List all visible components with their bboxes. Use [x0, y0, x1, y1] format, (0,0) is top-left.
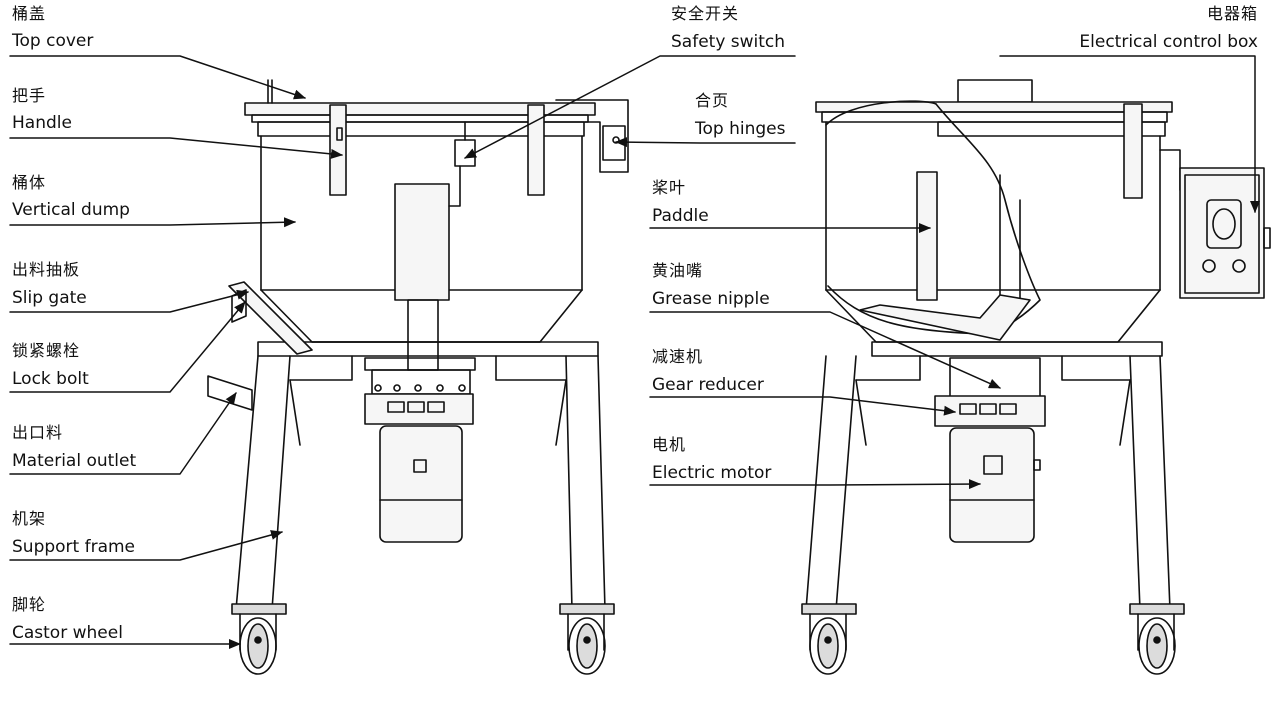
label-support-frame-en: Support frame	[12, 537, 136, 557]
left-slip-gate	[228, 281, 313, 355]
label-slip-gate-en: Slip gate	[12, 288, 87, 308]
label-top-cover-cn: 桶盖	[12, 4, 47, 23]
right-electric-motor	[949, 427, 1035, 543]
left-gear-reducer	[364, 393, 474, 425]
right-castor-wheel	[801, 603, 857, 675]
label-castor-wheel-cn: 脚轮	[12, 595, 47, 614]
right-paddle	[916, 171, 938, 301]
label-slip-gate-cn: 出料抽板	[12, 260, 81, 279]
label-electrical-control-box-cn: 电器箱	[1206, 4, 1258, 23]
label-grease-nipple-en: Grease nipple	[652, 289, 770, 309]
left-top-hinge	[555, 99, 629, 173]
label-top-hinges-en: Top hinges	[695, 119, 786, 139]
left-safety-switch	[454, 139, 476, 167]
label-paddle-en: Paddle	[652, 206, 709, 226]
label-material-outlet-cn: 出口料	[12, 423, 64, 442]
leader-lines	[9, 55, 1260, 649]
left-handle	[329, 104, 347, 196]
label-material-outlet-en: Material outlet	[12, 451, 137, 471]
label-lock-bolt-cn: 锁紧螺栓	[12, 341, 81, 360]
label-handle-cn: 把手	[12, 86, 47, 105]
label-top-cover-en: Top cover	[12, 31, 94, 51]
right-electrical-control-box	[1159, 149, 1271, 299]
label-handle-en: Handle	[12, 113, 72, 133]
label-paddle-cn: 桨叶	[652, 178, 687, 197]
label-lock-bolt-en: Lock bolt	[12, 369, 89, 389]
label-electric-motor-en: Electric motor	[652, 463, 772, 483]
label-support-frame-cn: 机架	[12, 509, 47, 528]
left-castor-wheel	[231, 603, 287, 675]
label-gear-reducer-cn: 减速机	[652, 347, 704, 366]
left-machine	[207, 79, 629, 675]
left-support-frame	[235, 355, 353, 611]
label-electrical-control-box-en: Electrical control box	[1079, 32, 1258, 52]
label-grease-nipple-cn: 黄油嘴	[652, 261, 704, 280]
label-vertical-dump-en: Vertical dump	[12, 200, 130, 220]
left-vertical-dump	[260, 135, 583, 291]
label-safety-switch-cn: 安全开关	[671, 4, 740, 23]
label-gear-reducer-en: Gear reducer	[652, 375, 764, 395]
left-material-outlet	[207, 375, 253, 411]
right-machine	[801, 79, 1271, 675]
label-vertical-dump-cn: 桶体	[12, 173, 47, 192]
label-castor-wheel-en: Castor wheel	[12, 623, 123, 643]
left-electric-motor	[379, 425, 463, 543]
label-top-hinges-cn: 合页	[695, 91, 730, 110]
label-safety-switch-en: Safety switch	[671, 32, 786, 52]
label-electric-motor-cn: 电机	[652, 435, 687, 454]
right-support-frame	[805, 355, 921, 611]
